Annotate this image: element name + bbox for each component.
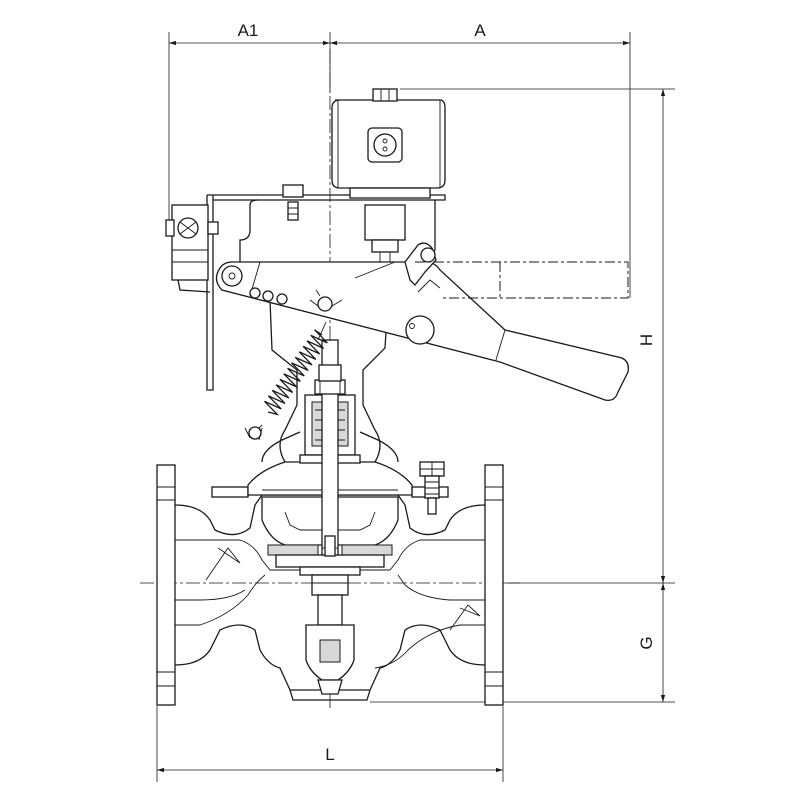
solenoid-top-nut (372, 88, 398, 102)
dimension-a-label: A (474, 21, 486, 40)
yoke-left-arm (269, 299, 298, 463)
dimension-a1-label: A1 (238, 21, 259, 40)
valve-body (156, 464, 504, 706)
left-flange (156, 464, 176, 706)
yoke-stem (261, 299, 399, 557)
manual-lever (215, 242, 630, 401)
dimension-g-label: G (637, 636, 656, 649)
lever-alternate-position (415, 261, 629, 299)
flow-arrow-right (449, 604, 481, 631)
dimension-h-label: H (637, 334, 656, 346)
flow-arrow-left (205, 547, 241, 581)
dimension-l-label: L (325, 745, 334, 764)
return-spring (244, 321, 328, 441)
mounting-bracket (206, 195, 214, 391)
right-flange (484, 464, 504, 706)
dimension-labels: A1 A H G L (238, 21, 656, 764)
dimension-lines (156, 32, 675, 782)
limit-switch (171, 204, 209, 281)
yoke-right-arm (362, 299, 389, 463)
lever-knob (405, 315, 435, 345)
solenoid-assembly (165, 88, 446, 391)
valve-plug (311, 574, 349, 596)
lever-pivot (221, 265, 243, 287)
